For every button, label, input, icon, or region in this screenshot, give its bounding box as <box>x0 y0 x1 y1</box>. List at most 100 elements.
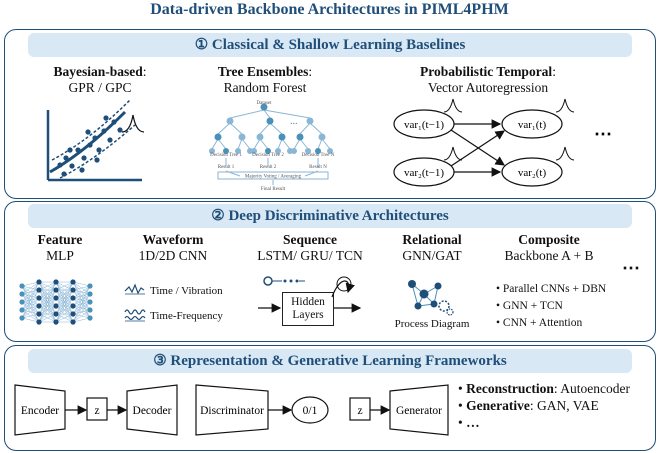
mlp-node <box>36 303 42 309</box>
mlp-edge <box>72 293 91 323</box>
section-deep-heading: ② Deep Discriminative Architectures <box>28 204 632 228</box>
composite-item: • CNN + Attention <box>496 317 583 329</box>
mlp-edge <box>72 285 91 307</box>
composite-item: • GNN + TCN <box>496 300 563 312</box>
bayes-heading: Bayesian-based: <box>20 64 180 80</box>
var-ellipsis: ⋯ <box>594 124 612 144</box>
mlp-node <box>53 287 59 293</box>
bayes-colon: : <box>142 64 147 79</box>
var2-next-node <box>501 157 563 187</box>
rf-tree2: Decision Tree 2 <box>252 153 284 158</box>
temporal-title: Probabilistic Temporal <box>420 64 553 79</box>
random-forest-nodes <box>209 103 333 154</box>
mlp-edge <box>38 289 57 323</box>
process-graph-icon <box>408 280 454 316</box>
generative-item: • Reconstruction: Autoencoder <box>458 381 630 396</box>
mlp-edge <box>38 313 57 323</box>
generator-label: Generator <box>396 405 442 417</box>
mlp-edge <box>38 281 57 307</box>
mlp-edge <box>38 297 57 323</box>
mlp-node <box>87 315 93 321</box>
mlp-edge <box>21 305 40 319</box>
rf-result1: Result 1 <box>218 165 235 170</box>
composite-subtitle: Backbone A + B <box>504 248 594 263</box>
mlp-node <box>19 283 25 289</box>
composite-item: • Parallel CNNs + DBN <box>496 283 607 295</box>
waveform-title: Waveform <box>142 232 204 247</box>
mlp-node <box>53 295 59 301</box>
generator-shape <box>389 384 449 436</box>
bayes-subtitle: GPR / GPC <box>68 80 132 95</box>
relational-caption: Process Diagram <box>394 318 470 330</box>
mlp-node <box>70 303 76 309</box>
sequence-flow-arrows <box>258 276 362 313</box>
mlp-edge <box>21 281 40 319</box>
mlp-edge <box>38 281 57 315</box>
mlp-edge <box>55 305 74 323</box>
rf-vote: Majority Voting / Averaging <box>245 175 302 180</box>
relational-subtitle: GNN/GAT <box>402 248 462 263</box>
mlp-node <box>53 303 59 309</box>
mlp-node <box>36 311 42 317</box>
output-label: 0/1 <box>303 405 318 417</box>
feature-title: Feature <box>37 232 83 247</box>
mlp-edge <box>38 305 57 323</box>
mlp-edge <box>21 281 40 303</box>
composite-ellipsis: ⋯ <box>622 258 640 278</box>
discriminator-label: Discriminator <box>200 405 264 417</box>
encoder-shape <box>14 384 66 436</box>
mlp-node <box>70 279 76 285</box>
mlp-node <box>87 307 93 313</box>
waveform-subtitle: 1D/2D CNN <box>138 248 208 263</box>
mlp-edge <box>55 281 74 299</box>
temporal-subtitle: Vector Autoregression <box>427 80 549 95</box>
mlp-edge <box>55 313 74 323</box>
rf-resultn: Result N <box>309 165 327 170</box>
mlp-node <box>36 319 42 325</box>
time-vibration-icon <box>124 283 145 295</box>
mlp-edge <box>38 281 57 299</box>
mlp-node <box>36 287 42 293</box>
mlp-edge <box>38 281 57 323</box>
mlp-node <box>19 307 25 313</box>
rf-dots: ... <box>290 116 298 127</box>
mlp-edge <box>55 281 74 291</box>
mlp-edge <box>55 289 74 323</box>
relational-title: Relational <box>402 232 462 247</box>
discriminator-shape <box>195 384 269 436</box>
mlp-node <box>53 319 59 325</box>
time-frequency-icon <box>124 309 146 322</box>
sequence-subtitle: LSTM/ GRU/ TCN <box>257 248 363 263</box>
mlp-node <box>19 291 25 297</box>
decoder-label: Decoder <box>133 405 172 417</box>
waveform-item-tf: Time-Frequency <box>150 310 223 322</box>
hidden-layers-box: Hidden Layers <box>282 292 334 326</box>
temporal-heading: Probabilistic Temporal: <box>378 64 598 80</box>
mlp-icon <box>19 279 93 325</box>
mlp-edge <box>21 297 40 319</box>
z2-label: z <box>357 405 362 417</box>
section-generative-heading: ③ Representation & Generative Learning F… <box>28 349 632 373</box>
mlp-edge <box>72 317 91 323</box>
tree-title: Tree Ensembles <box>217 64 309 79</box>
mlp-edge <box>21 317 40 323</box>
z1-label: z <box>94 405 99 417</box>
mlp-node <box>70 319 76 325</box>
tree-colon: : <box>308 64 313 79</box>
z2-box <box>349 397 371 421</box>
rf-final: Final Result <box>261 187 286 192</box>
mlp-edge <box>38 281 57 291</box>
mlp-node <box>87 291 93 297</box>
mlp-edge <box>72 301 91 323</box>
var2-prev-label: var₂(t−1) <box>404 167 444 179</box>
mlp-edge <box>21 289 40 319</box>
mlp-node <box>70 311 76 317</box>
rf-dataset-label: Dataset <box>257 101 273 106</box>
var1-prev-label: var₁(t−1) <box>404 119 444 131</box>
generative-diagram <box>14 384 449 436</box>
mlp-edge <box>72 285 91 299</box>
feature-subtitle: MLP <box>46 248 74 263</box>
temporal-colon: : <box>552 64 556 79</box>
